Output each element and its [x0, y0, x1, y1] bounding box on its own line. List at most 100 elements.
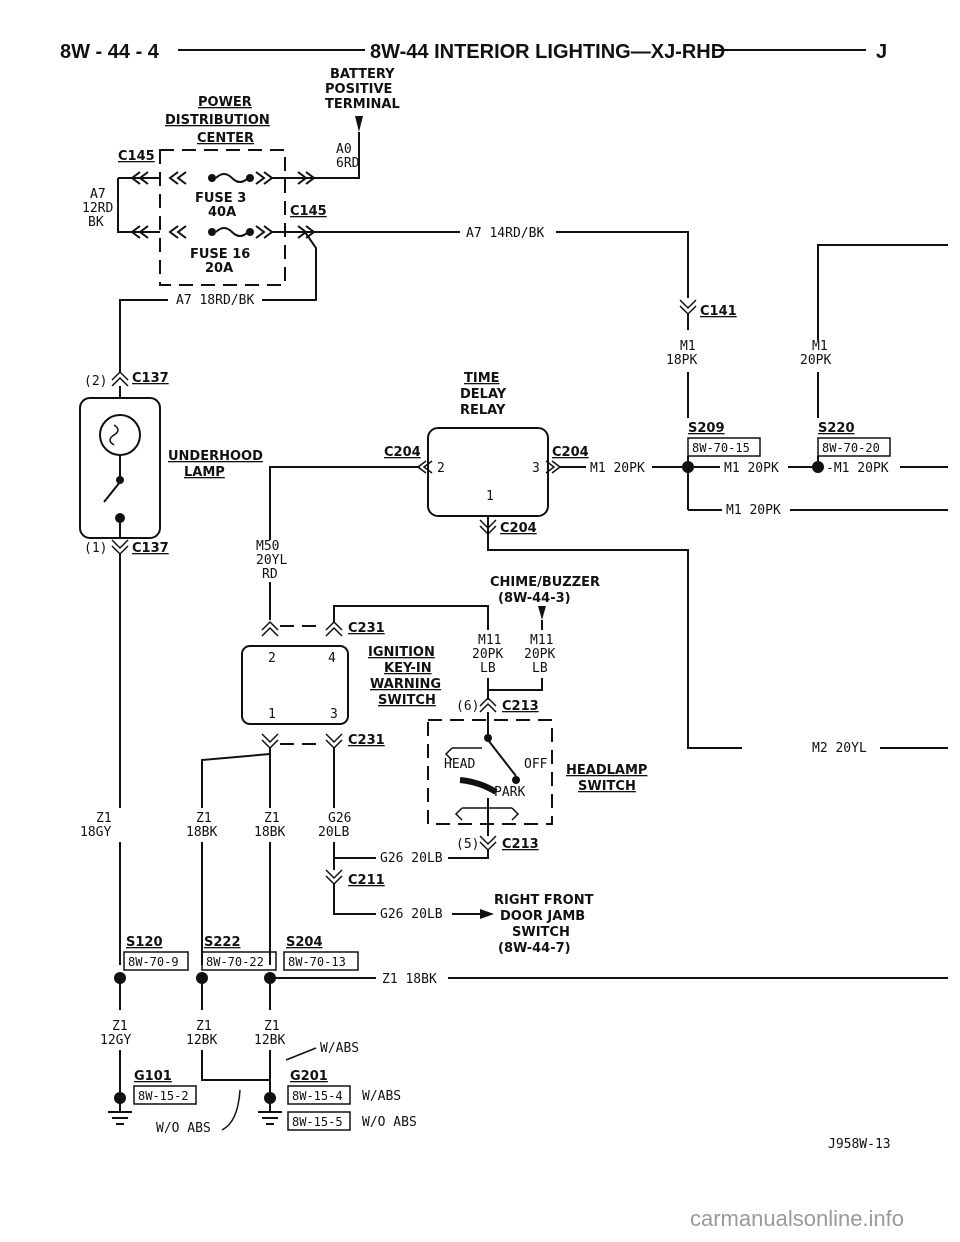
svg-text:OFF: OFF	[524, 757, 548, 772]
splice-s220: S220 8W-70-20 -M1 20PK	[812, 421, 948, 476]
page-ref: 8W - 44 - 4	[60, 41, 160, 63]
svg-text:C211: C211	[348, 873, 385, 888]
svg-text:12GY: 12GY	[100, 1033, 131, 1048]
svg-text:UNDERHOOD: UNDERHOOD	[168, 449, 263, 464]
chime-buzzer: CHIME/BUZZER (8W-44-3) M11 20PK LB M11 2…	[472, 575, 600, 691]
svg-text:POWER: POWER	[198, 95, 252, 110]
svg-text:8W-15-2: 8W-15-2	[138, 1089, 189, 1103]
svg-text:DOOR JAMB: DOOR JAMB	[500, 909, 585, 924]
svg-text:M1: M1	[812, 339, 828, 354]
svg-text:G101: G101	[134, 1069, 172, 1084]
svg-text:6RD: 6RD	[336, 156, 360, 171]
svg-text:18PK: 18PK	[666, 353, 697, 368]
ignition-key-in-warning-switch: C231 2 4 1 3 IGNITION KEY-IN WARNING SWI…	[201, 605, 489, 808]
svg-text:LAMP: LAMP	[184, 465, 225, 480]
svg-text:SWITCH: SWITCH	[578, 779, 636, 794]
svg-text:M1 20PK: M1 20PK	[590, 461, 645, 476]
svg-text:(2): (2)	[84, 374, 107, 389]
svg-text:M1 20PK: M1 20PK	[724, 461, 779, 476]
svg-text:M1 20PK: M1 20PK	[726, 503, 781, 518]
svg-text:20PK: 20PK	[524, 647, 555, 662]
svg-text:2: 2	[268, 651, 276, 666]
svg-text:Z1: Z1	[112, 1019, 128, 1034]
svg-text:FUSE 16: FUSE 16	[190, 247, 250, 262]
svg-text:POSITIVE: POSITIVE	[325, 82, 392, 97]
svg-text:DELAY: DELAY	[460, 387, 507, 402]
svg-text:G26 20LB: G26 20LB	[380, 907, 443, 922]
battery-positive-terminal: BATTERY POSITIVE TERMINAL A0 6RD	[305, 67, 400, 179]
svg-text:8W-70-22: 8W-70-22	[206, 955, 264, 969]
svg-text:BATTERY: BATTERY	[330, 67, 395, 82]
svg-text:SWITCH: SWITCH	[512, 925, 570, 940]
svg-text:Z1: Z1	[196, 811, 212, 826]
svg-text:HEADLAMP: HEADLAMP	[566, 763, 647, 778]
svg-text:C137: C137	[132, 371, 169, 386]
svg-text:Z1 18BK: Z1 18BK	[382, 972, 437, 987]
svg-text:RIGHT FRONT: RIGHT FRONT	[494, 893, 594, 908]
svg-text:W/O ABS: W/O ABS	[362, 1115, 417, 1130]
svg-text:20A: 20A	[205, 261, 233, 276]
svg-text:M50: M50	[256, 539, 279, 554]
svg-text:8W-15-5: 8W-15-5	[292, 1115, 343, 1129]
svg-text:Z1: Z1	[96, 811, 112, 826]
svg-text:12BK: 12BK	[254, 1033, 285, 1048]
svg-text:IGNITION: IGNITION	[368, 645, 435, 660]
svg-text:12RD: 12RD	[82, 201, 113, 216]
splice-s209: S209 8W-70-15 M1 20PK M1 20PK	[682, 421, 948, 518]
page-letter: J	[876, 41, 887, 63]
svg-text:W/ABS: W/ABS	[362, 1089, 401, 1104]
svg-text:A7 14RD/BK: A7 14RD/BK	[466, 226, 544, 241]
svg-text:20LB: 20LB	[318, 825, 349, 840]
svg-text:LB: LB	[480, 661, 496, 676]
m50-wire: M50 20YL RD	[256, 539, 287, 620]
splice-s204: S204 8W-70-13 Z1 18BK	[264, 935, 948, 1010]
svg-text:TIME: TIME	[464, 371, 500, 386]
svg-text:8W-70-20: 8W-70-20	[822, 441, 880, 455]
ground-g201: Z1 12BK Z1 12BK W/ABS G201 8W-15-4 W/ABS…	[186, 1019, 417, 1131]
watermark: carmanualsonline.info	[690, 1206, 904, 1231]
mid-wires: Z1 18BK Z1 18BK G26 20LB G26 20LB C211 G…	[186, 811, 494, 965]
svg-text:G201: G201	[290, 1069, 328, 1084]
svg-text:(8W-44-7): (8W-44-7)	[498, 941, 571, 956]
power-distribution-center: POWER DISTRIBUTION CENTER C145 C145 FUSE…	[82, 95, 689, 372]
svg-text:CENTER: CENTER	[197, 131, 254, 146]
figure-id: J958W-13	[828, 1137, 891, 1152]
svg-text:C213: C213	[502, 699, 539, 714]
svg-text:A7: A7	[90, 187, 106, 202]
svg-text:40A: 40A	[208, 205, 236, 220]
svg-text:20PK: 20PK	[472, 647, 503, 662]
svg-text:2: 2	[437, 461, 445, 476]
svg-text:(5): (5)	[456, 837, 479, 852]
svg-text:FUSE 3: FUSE 3	[195, 191, 246, 206]
headlamp-switch: (6) C213 HEAD OFF PARK HEADLAMP SWITCH (…	[427, 690, 948, 859]
svg-text:18BK: 18BK	[254, 825, 285, 840]
splice-s222: S222 8W-70-22	[196, 935, 277, 1010]
svg-text:Z1: Z1	[264, 811, 280, 826]
svg-text:20PK: 20PK	[800, 353, 831, 368]
svg-text:C204: C204	[500, 521, 537, 536]
svg-text:8W-15-4: 8W-15-4	[292, 1089, 343, 1103]
svg-text:A7 18RD/BK: A7 18RD/BK	[176, 293, 254, 308]
svg-text:S220: S220	[818, 421, 855, 436]
svg-text:Z1: Z1	[264, 1019, 280, 1034]
svg-text:CHIME/BUZZER: CHIME/BUZZER	[490, 575, 600, 590]
svg-text:W/O ABS: W/O ABS	[156, 1121, 211, 1136]
svg-text:3: 3	[532, 461, 540, 476]
svg-text:S120: S120	[126, 935, 163, 950]
svg-text:G26 20LB: G26 20LB	[380, 851, 443, 866]
svg-text:M2 20YL: M2 20YL	[812, 741, 867, 756]
svg-text:G26: G26	[328, 811, 351, 826]
time-delay-relay: TIME DELAY RELAY C204 C204 2 3 1 M1 20PK…	[269, 371, 742, 749]
svg-text:TERMINAL: TERMINAL	[325, 97, 400, 112]
svg-text:3: 3	[330, 707, 338, 722]
svg-text:C204: C204	[384, 445, 421, 460]
svg-text:A0: A0	[336, 142, 352, 157]
svg-text:RELAY: RELAY	[460, 403, 506, 418]
splice-s120: S120 8W-70-9	[114, 935, 189, 1010]
svg-text:M11: M11	[478, 633, 501, 648]
svg-text:C137: C137	[132, 541, 169, 556]
svg-text:C231: C231	[348, 733, 385, 748]
page-title: 8W-44 INTERIOR LIGHTING—XJ-RHD	[370, 41, 725, 63]
svg-text:C141: C141	[700, 304, 737, 319]
c141-connector: C141 M1 18PK M1 20PK	[666, 244, 948, 418]
